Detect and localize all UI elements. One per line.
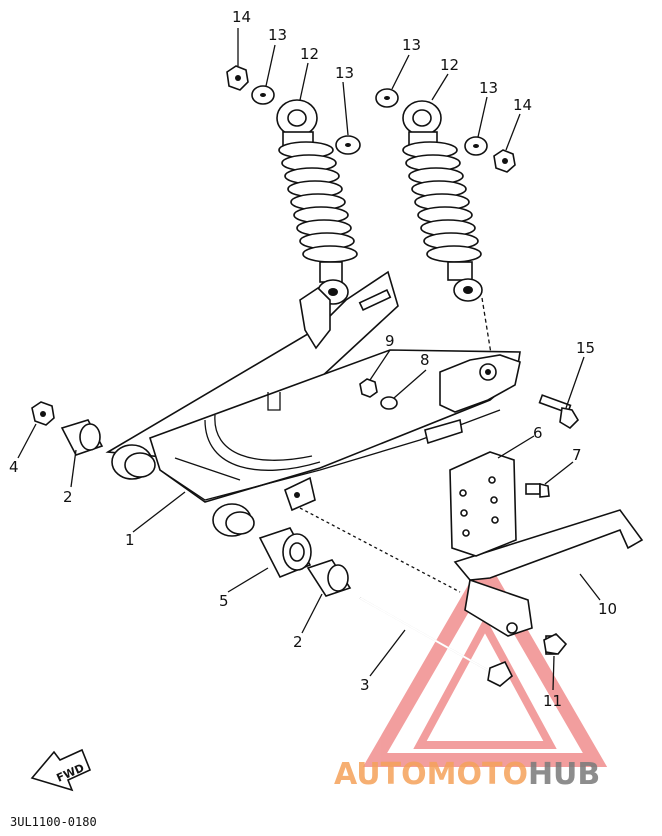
callouts: 14 13 12 13 13 12 13 14 9 8 15 6 7 4 2 1… (9, 8, 617, 710)
chain-guard (453, 509, 644, 637)
callout-label: 14 (513, 96, 532, 114)
callout-label: 12 (440, 56, 459, 74)
callout-label: 3 (360, 676, 370, 694)
callout-label: 2 (293, 633, 303, 651)
leader-lines (17, 28, 601, 691)
watermark-text-part1: AUTOMOTO (334, 757, 528, 792)
bracket (449, 451, 517, 557)
callout-label: 5 (219, 592, 229, 610)
callout-label: 11 (543, 692, 562, 710)
watermark-logo (362, 556, 608, 767)
forward-arrow-icon: FWD (30, 748, 92, 792)
right-shock-absorber (402, 100, 493, 361)
callout-label: 4 (9, 458, 19, 476)
callout-label: 7 (572, 446, 582, 464)
callout-label: 13 (268, 26, 287, 44)
callout-label: 8 (420, 351, 430, 369)
fasteners (359, 378, 580, 655)
left-shock-absorber (276, 99, 358, 305)
callout-label: 2 (63, 488, 73, 506)
callout-label: 9 (385, 332, 395, 350)
callout-label: 10 (598, 600, 617, 618)
swingarm (105, 270, 521, 537)
pivot-shaft (299, 507, 513, 687)
callout-label: 13 (479, 79, 498, 97)
callout-label: 12 (300, 45, 319, 63)
callout-label: 13 (402, 36, 421, 54)
callout-label: 1 (125, 531, 135, 549)
top-hardware (226, 65, 516, 173)
callout-label: 13 (335, 64, 354, 82)
pivot-hardware (31, 401, 352, 597)
callout-label: 6 (533, 424, 543, 442)
watermark-text: AUTOMOTOHUB (334, 757, 600, 792)
callout-label: 15 (576, 339, 595, 357)
drawing-code: 3UL1100-0180 (10, 815, 97, 829)
watermark-text-part2: HUB (528, 757, 600, 792)
callout-label: 14 (232, 8, 251, 26)
